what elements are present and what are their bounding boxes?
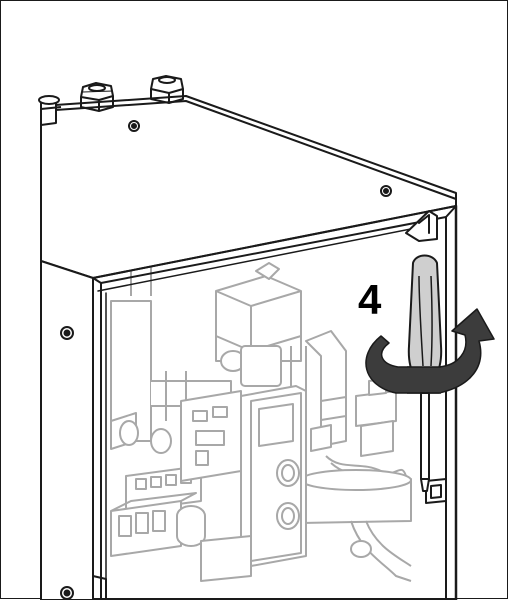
corner-bracket-detail bbox=[418, 214, 430, 234]
tank-top bbox=[300, 469, 412, 491]
step-number: 4 bbox=[358, 276, 382, 323]
board-chip bbox=[212, 406, 228, 418]
terminal bbox=[135, 478, 147, 490]
cabinet bbox=[40, 95, 458, 600]
front-frame-bevel bbox=[92, 205, 457, 284]
controller-knob-inner bbox=[281, 507, 295, 525]
internal-components bbox=[110, 251, 412, 582]
board-chip bbox=[195, 430, 225, 446]
side-screw-inner bbox=[63, 329, 71, 337]
pipe-connection-top bbox=[38, 95, 60, 105]
screwdriver-grip bbox=[430, 275, 433, 367]
valve-fitting bbox=[150, 428, 172, 454]
corner-bracket bbox=[92, 575, 107, 600]
screwdriver-tip bbox=[420, 478, 430, 492]
pipe-opening bbox=[158, 76, 176, 84]
screwdriver-shaft bbox=[420, 392, 430, 480]
relay bbox=[118, 515, 132, 537]
controller-display bbox=[258, 403, 294, 447]
valve-fitting bbox=[350, 540, 372, 558]
rotate-clockwise-arrow-icon bbox=[365, 308, 495, 394]
panel-latch-detail bbox=[430, 484, 442, 499]
board-chip bbox=[195, 450, 209, 466]
sensor-unit bbox=[360, 420, 394, 457]
terminal bbox=[165, 474, 177, 486]
screwdriver-grip bbox=[418, 275, 424, 367]
board-chip bbox=[192, 410, 208, 422]
side-screw-inner bbox=[63, 589, 71, 597]
pump-motor-cap bbox=[255, 262, 280, 280]
top-screw-inner bbox=[131, 123, 137, 129]
internal-pipe bbox=[365, 520, 412, 567]
pipe-opening bbox=[88, 84, 106, 92]
fitting bbox=[310, 424, 332, 452]
pump-motor bbox=[215, 275, 302, 352]
capacitor-body bbox=[176, 516, 206, 547]
terminal bbox=[150, 476, 162, 488]
relay bbox=[152, 510, 166, 532]
pipe-connection bbox=[40, 106, 62, 110]
screwdriver-icon bbox=[407, 254, 443, 492]
relay-block bbox=[110, 492, 197, 512]
front-frame-bevel bbox=[97, 224, 432, 292]
fitting bbox=[320, 396, 347, 421]
controller-knob-inner bbox=[281, 464, 295, 482]
cabinet-left-side bbox=[40, 260, 94, 600]
housing-part bbox=[200, 535, 252, 582]
side-screws bbox=[60, 326, 74, 600]
arrow-front-band bbox=[407, 367, 441, 393]
front-frame bbox=[92, 205, 457, 600]
top-screw-inner bbox=[383, 188, 389, 194]
valve-body bbox=[240, 345, 282, 387]
valve-fitting bbox=[119, 420, 139, 446]
top-fittings bbox=[38, 75, 392, 197]
relay bbox=[135, 512, 149, 534]
internal-pipe bbox=[350, 520, 412, 582]
hex-nut-thread bbox=[82, 90, 114, 93]
